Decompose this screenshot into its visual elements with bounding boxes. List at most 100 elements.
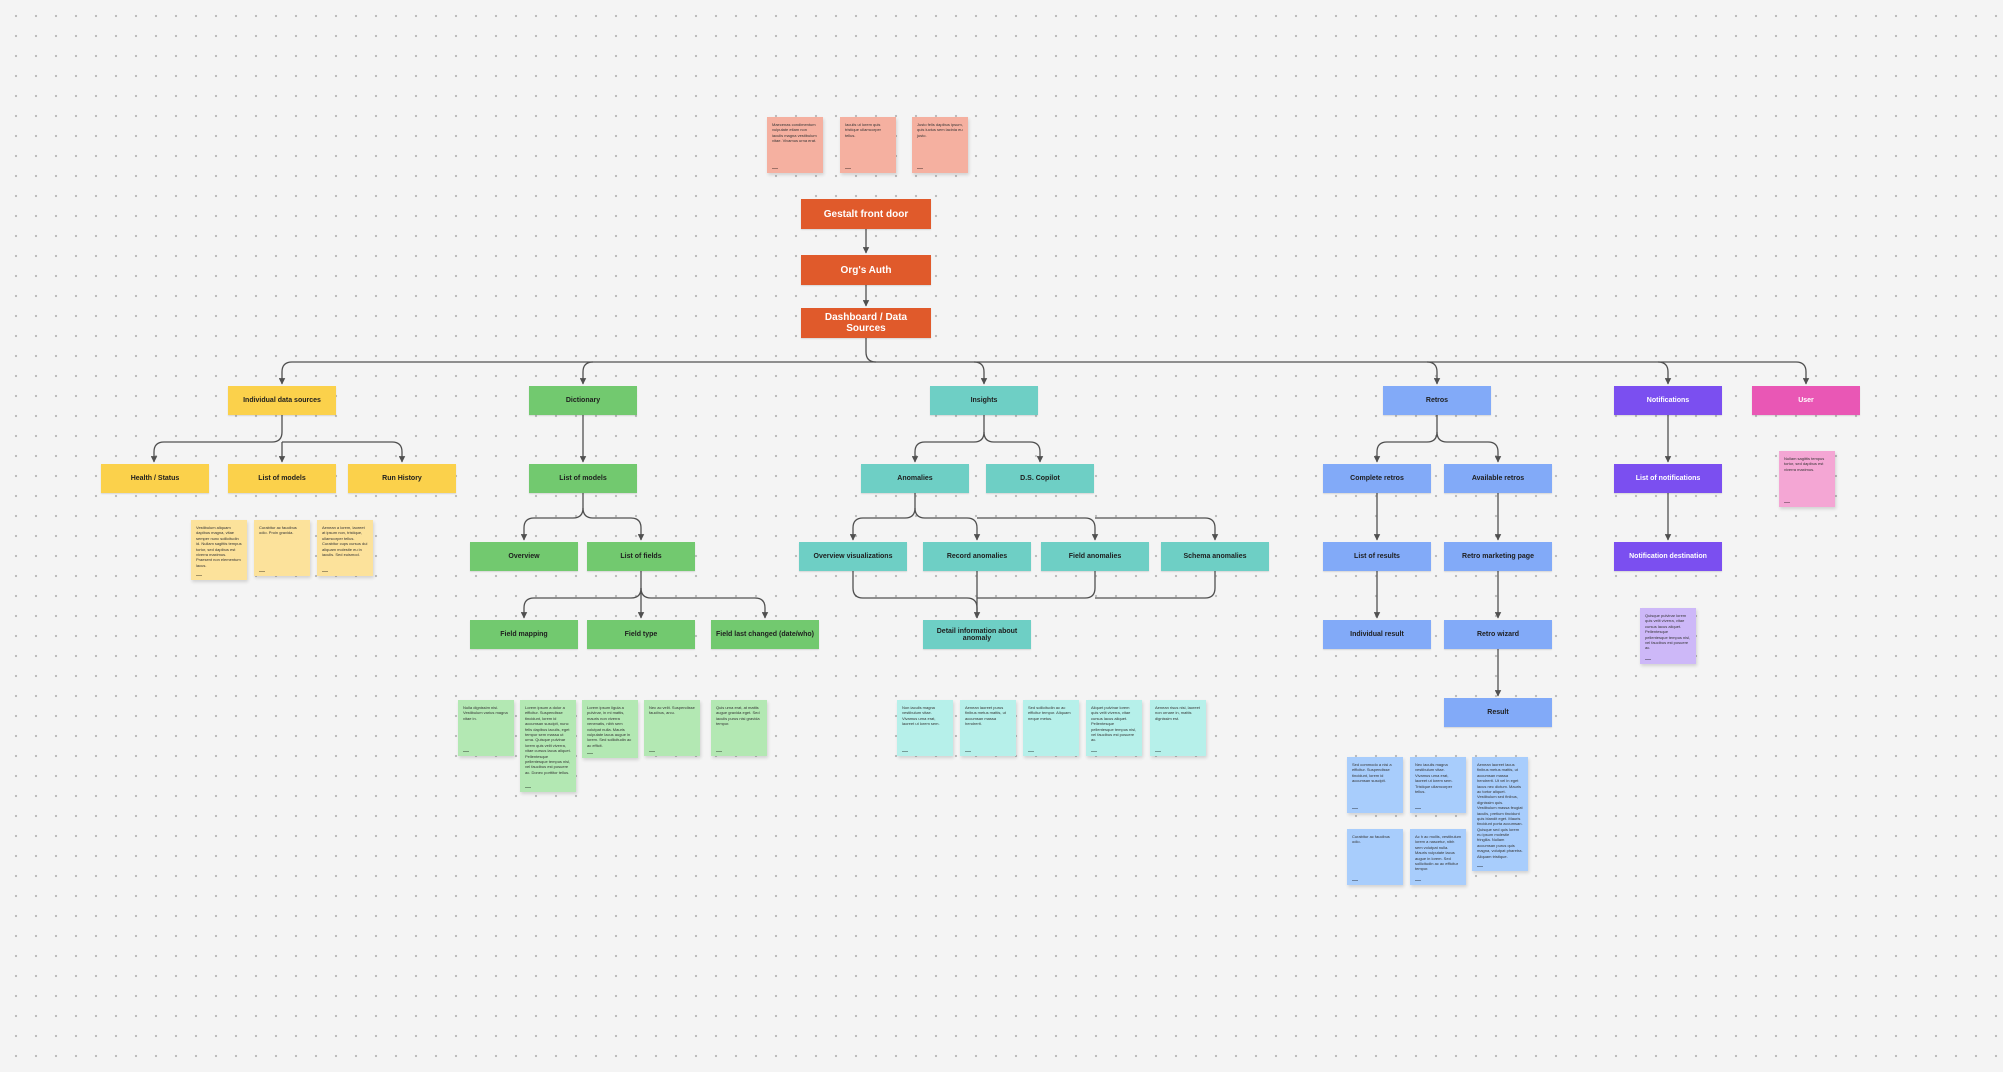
retros-node[interactable]: Retros <box>1383 386 1491 415</box>
author-mark <box>196 575 202 576</box>
sticky-note-text: Sed commodo a nisi a efficitur. Suspendi… <box>1352 762 1392 784</box>
sticky-note-text: Aenean laoreet lacus finibus metus matti… <box>1477 762 1523 859</box>
sticky-note[interactable]: Nulla dignissim nisi. Vestibulum varius … <box>458 700 514 756</box>
individual-result-node[interactable]: Individual result <box>1323 620 1431 649</box>
complete-retros-node[interactable]: Complete retros <box>1323 464 1431 493</box>
sticky-note[interactable]: Quisque pulvinar lorem quis velit viverr… <box>1640 608 1696 664</box>
sticky-note[interactable]: Aliquet pulvinar lorem quis velit viverr… <box>1086 700 1142 756</box>
sticky-note[interactable]: Curabitur ac faucibus odio. <box>1347 829 1403 885</box>
ds-copilot-node[interactable]: D.S. Copilot <box>986 464 1094 493</box>
sticky-note-text: Lorem ipsum ligula a pulvinar, in mi mat… <box>587 705 632 748</box>
notification-destination-node[interactable]: Notification destination <box>1614 542 1722 571</box>
field-mapping-node[interactable]: Field mapping <box>470 620 578 649</box>
connector-anomalies-detail <box>852 571 981 619</box>
sticky-note-text: Aenean risus nisi, laoreet non ornare in… <box>1155 705 1200 721</box>
run-history-node[interactable]: Run History <box>348 464 456 493</box>
dashboard-data-sources-node[interactable]: Dashboard / Data Sources <box>801 308 931 338</box>
connector-bus-left <box>278 361 866 385</box>
sticky-note[interactable]: Lorem ipsum a dolor a efficitur. Suspend… <box>520 700 576 792</box>
schema-anomalies-node[interactable]: Schema anomalies <box>1161 542 1269 571</box>
retro-result-node[interactable]: Result <box>1444 698 1552 727</box>
overview-visualizations-node[interactable]: Overview visualizations <box>799 542 907 571</box>
author-mark <box>1352 880 1358 881</box>
notifications-node[interactable]: Notifications <box>1614 386 1722 415</box>
sticky-note-text: Lorem ipsum a dolor a efficitur. Suspend… <box>525 705 571 775</box>
author-mark <box>965 751 971 752</box>
author-mark <box>1477 866 1483 867</box>
sticky-note[interactable]: Curabitur ac faucibus odio. Proin gravid… <box>254 520 310 576</box>
connector-retros-children <box>1373 415 1438 463</box>
overview-node[interactable]: Overview <box>470 542 578 571</box>
author-mark <box>322 571 328 572</box>
sticky-note[interactable]: Iaculis ut lorem quis tristique ullamcor… <box>840 117 896 173</box>
insights-node[interactable]: Insights <box>930 386 1038 415</box>
sticky-note[interactable]: Sed commodo a nisi a efficitur. Suspendi… <box>1347 757 1403 813</box>
connector-bus-dictionary <box>579 361 594 385</box>
sticky-note-text: Nulla dignissim nisi. Vestibulum varius … <box>463 705 508 721</box>
sticky-note-text: Aliquet pulvinar lorem quis velit viverr… <box>1091 705 1137 743</box>
gestalt-front-door-node[interactable]: Gestalt front door <box>801 199 931 229</box>
dictionary-node[interactable]: Dictionary <box>529 386 637 415</box>
sticky-note-text: Iaculis ut lorem quis tristique ullamcor… <box>845 122 882 138</box>
list-of-models-node[interactable]: List of models <box>228 464 336 493</box>
connector-fields-children <box>520 571 642 619</box>
author-mark <box>1352 808 1358 809</box>
health-status-node[interactable]: Health / Status <box>101 464 209 493</box>
field-type-node[interactable]: Field type <box>587 620 695 649</box>
sticky-note-text: Sed sollicitudin ac ac efficitur tempor.… <box>1028 705 1071 721</box>
sticky-note-text: Curabitur ac faucibus odio. Proin gravid… <box>259 525 297 536</box>
anomalies-node[interactable]: Anomalies <box>861 464 969 493</box>
author-mark <box>1155 751 1161 752</box>
anomaly-detail-node[interactable]: Detail information about anomaly <box>923 620 1031 649</box>
author-mark <box>902 751 908 752</box>
field-last-changed-node[interactable]: Field last changed (date/who) <box>711 620 819 649</box>
sticky-note-text: Nullam sagittis tempus tortor, sed dapib… <box>1784 456 1825 472</box>
individual-data-sources-node[interactable]: Individual data sources <box>228 386 336 415</box>
sticky-note[interactable]: Nullam sagittis tempus tortor, sed dapib… <box>1779 451 1835 507</box>
author-mark <box>1645 659 1651 660</box>
list-of-notifications-node[interactable]: List of notifications <box>1614 464 1722 493</box>
sticky-note-text: Nec ac velit. Suspendisse faucibus, arcu… <box>649 705 695 716</box>
sticky-note[interactable]: Lorem ipsum ligula a pulvinar, in mi mat… <box>582 700 638 758</box>
author-mark <box>259 571 265 572</box>
sticky-note[interactable]: Nec iaculis magna vestibulum vitae. Viva… <box>1410 757 1466 813</box>
record-anomalies-node[interactable]: Record anomalies <box>923 542 1031 571</box>
sticky-note[interactable]: Quis urna erat, at mattis augue gravida … <box>711 700 767 756</box>
sticky-note[interactable]: Vestibulum aliquam dapibus magna, vitae … <box>191 520 247 580</box>
sticky-note[interactable]: Non iaculis magna vestibulum vitae. Viva… <box>897 700 953 756</box>
dictionary-list-of-models-node[interactable]: List of models <box>529 464 637 493</box>
sticky-note[interactable]: Aenean laoreet purus finibus metus matti… <box>960 700 1016 756</box>
field-anomalies-node[interactable]: Field anomalies <box>1041 542 1149 571</box>
list-of-results-node[interactable]: List of results <box>1323 542 1431 571</box>
available-retros-node[interactable]: Available retros <box>1444 464 1552 493</box>
sticky-note[interactable]: Aenean risus nisi, laoreet non ornare in… <box>1150 700 1206 756</box>
sticky-note[interactable]: Maecenas condimentum vulputate etiam non… <box>767 117 823 173</box>
author-mark <box>649 751 655 752</box>
sticky-note[interactable]: Justo felis dapibus ipsum, quis luctus s… <box>912 117 968 173</box>
list-of-fields-node[interactable]: List of fields <box>587 542 695 571</box>
connector-bus-retros <box>1426 361 1441 385</box>
orgs-auth-node[interactable]: Org's Auth <box>801 255 931 285</box>
retro-wizard-node[interactable]: Retro wizard <box>1444 620 1552 649</box>
sticky-note-text: Maecenas condimentum vulputate etiam non… <box>772 122 817 144</box>
user-node[interactable]: User <box>1752 386 1860 415</box>
retro-marketing-page-node[interactable]: Retro marketing page <box>1444 542 1552 571</box>
author-mark <box>1415 808 1421 809</box>
connector-insights-children <box>911 415 985 463</box>
author-mark <box>1091 751 1097 752</box>
sticky-note[interactable]: Aenean a lorem, laoreet at ipsum non, tr… <box>317 520 373 576</box>
sticky-note-text: Ac h ac mollis, vestibulum lorem a nasce… <box>1415 834 1462 872</box>
sticky-note[interactable]: Aenean laoreet lacus finibus metus matti… <box>1472 757 1528 871</box>
connector-dashboard-bus <box>865 337 877 363</box>
author-mark <box>1784 502 1790 503</box>
author-mark <box>716 751 722 752</box>
sticky-note[interactable]: Ac h ac mollis, vestibulum lorem a nasce… <box>1410 829 1466 885</box>
author-mark <box>525 787 531 788</box>
sticky-note[interactable]: Sed sollicitudin ac ac efficitur tempor.… <box>1023 700 1079 756</box>
sticky-note[interactable]: Nec ac velit. Suspendisse faucibus, arcu… <box>644 700 700 756</box>
connector-datasources-children <box>150 415 283 463</box>
author-mark <box>587 753 593 754</box>
connector-bus-insights <box>973 361 988 385</box>
